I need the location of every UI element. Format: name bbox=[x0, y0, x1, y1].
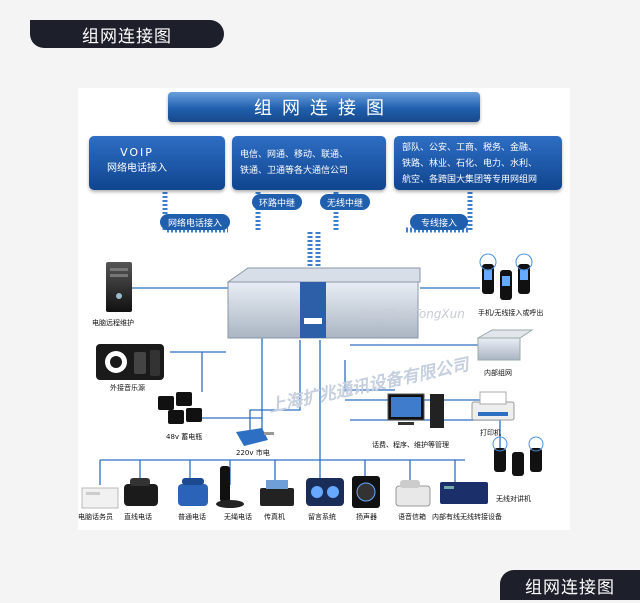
cordless-phone-icon bbox=[216, 466, 244, 508]
printer-icon bbox=[471, 391, 515, 421]
mains-plug-icon bbox=[236, 428, 274, 446]
voip-access-box: VOIP 网络电话接入 bbox=[89, 136, 225, 190]
private-line-2: 铁路、林业、石化、电力、水利、 bbox=[402, 159, 538, 169]
trunk-dedicated-line: 专线接入 bbox=[410, 214, 468, 230]
label-printer: 打印机 bbox=[480, 429, 501, 437]
audio-source-icon bbox=[96, 344, 164, 380]
remote-pc-tower-icon bbox=[106, 262, 132, 312]
voip-desc: 网络电话接入 bbox=[107, 163, 167, 174]
label-subnet: 内部组网 bbox=[484, 369, 512, 377]
normal-phone-icon bbox=[178, 478, 208, 506]
page-tag-top: 组网连接图 bbox=[30, 20, 224, 48]
label-audio-source: 外接音乐源 bbox=[110, 384, 145, 392]
computer-monitor-icon bbox=[387, 393, 444, 428]
direct-phone-icon bbox=[124, 478, 158, 506]
label-pc-operator: 电脑话务员 bbox=[78, 513, 113, 521]
walkie-talkie-icon bbox=[492, 436, 544, 476]
label-mobile-access: 手机/无线接入或呼出 bbox=[478, 309, 544, 317]
wireless-transfer-device-icon bbox=[440, 482, 488, 504]
trunk-loop-relay: 环路中继 bbox=[252, 194, 302, 210]
carrier-line-2: 铁通、卫通等各大通信公司 bbox=[240, 166, 349, 176]
battery-icon bbox=[158, 392, 202, 424]
label-remote-maintenance: 电脑远程维护 bbox=[92, 319, 134, 327]
label-battery: 48v 蓄电瓶 bbox=[166, 433, 203, 441]
private-line-3: 航空、各跨国大集团等专用网组网 bbox=[402, 175, 538, 185]
central-pbx-switch bbox=[226, 267, 421, 339]
mobile-phones-icon bbox=[479, 253, 533, 300]
label-management: 话费、程序、维护等管理 bbox=[372, 441, 449, 449]
label-walkie-talkie: 无线对讲机 bbox=[496, 495, 531, 503]
speaker-icon bbox=[352, 476, 380, 508]
label-voicemail: 留言系统 bbox=[308, 513, 336, 521]
private-line-1: 部队、公安、工商、税务、金融、 bbox=[402, 143, 538, 153]
watermark-english: KuoZhaoTongXun bbox=[360, 307, 465, 321]
voip-label: VOIP bbox=[120, 146, 154, 159]
trunk-wireless-relay: 无线中继 bbox=[320, 194, 370, 210]
pc-operator-icon bbox=[81, 487, 119, 509]
label-speaker: 扬声器 bbox=[356, 513, 377, 521]
subnet-switch-icon bbox=[476, 329, 534, 361]
label-normal-phone: 普通电话 bbox=[178, 513, 206, 521]
label-fax: 传真机 bbox=[264, 513, 285, 521]
carrier-line-1: 电信、网通、移动、联通、 bbox=[240, 150, 349, 160]
fax-machine-icon bbox=[260, 480, 294, 506]
page-tag-bottom: 组网连接图 bbox=[500, 570, 640, 600]
diagram-title: 组网连接图 bbox=[168, 92, 480, 122]
trunk-network-phone: 网络电话接入 bbox=[160, 214, 230, 230]
voice-box-phone-icon bbox=[395, 480, 431, 507]
carrier-access-box: 电信、网通、移动、联通、 铁通、卫通等各大通信公司 bbox=[232, 136, 386, 190]
voicemail-system-icon bbox=[306, 478, 344, 506]
label-voice-box: 语音信箱 bbox=[398, 513, 426, 521]
trunk-arrows bbox=[162, 192, 473, 276]
label-mains: 220v 市电 bbox=[236, 449, 270, 457]
label-wireless-transfer: 内部有线无线转接设备 bbox=[432, 513, 502, 521]
private-network-box: 部队、公安、工商、税务、金融、 铁路、林业、石化、电力、水利、 航空、各跨国大集… bbox=[394, 136, 562, 190]
label-direct-phone: 直线电话 bbox=[124, 513, 152, 521]
label-cordless: 无绳电话 bbox=[224, 513, 252, 521]
